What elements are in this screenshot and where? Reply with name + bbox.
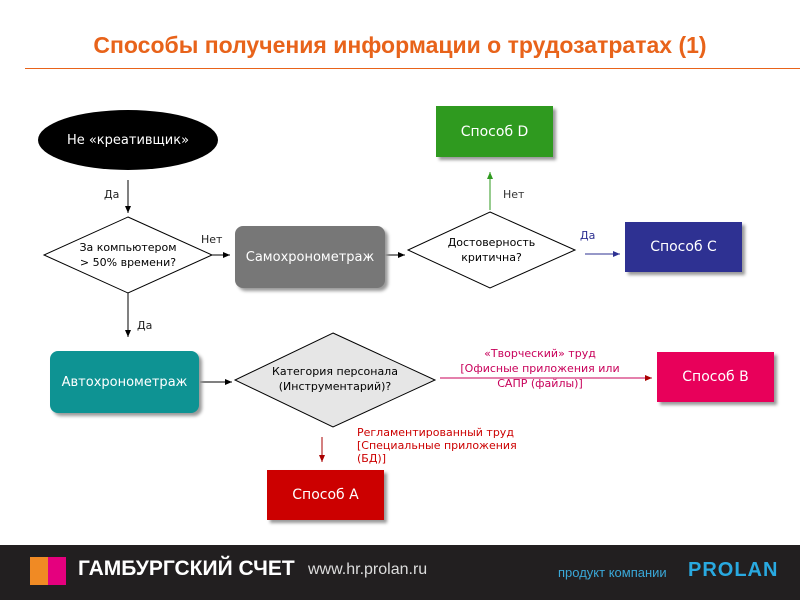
footer-bar: ГАМБУРГСКИЙ СЧЕТ www.hr.prolan.ru продук…	[0, 545, 800, 600]
self-timing-node: Самохронометраж	[235, 226, 385, 288]
decision-category-shape	[233, 332, 437, 428]
decision-category: Категория персонала (Инструментарий)?	[272, 365, 398, 393]
company-logo: PROLAN	[688, 559, 779, 581]
method-a-node: Способ A	[267, 470, 384, 520]
edge-label-creative: «Творческий» труд [Офисные приложения ил…	[460, 346, 620, 390]
decision-computer-shape	[42, 216, 214, 294]
decision-computer: За компьютером > 50% времени?	[79, 241, 177, 269]
edge-label-yes: Да	[104, 188, 120, 201]
edge-label-yes: Да	[137, 319, 153, 332]
start-node-shape	[38, 110, 218, 170]
method-b-node: Способ B	[657, 352, 774, 402]
title-divider	[25, 68, 800, 69]
method-d-node: Способ D	[436, 106, 553, 157]
brand-logo-icon	[30, 557, 66, 585]
edge-label-yes: Да	[580, 229, 596, 242]
edge-label-no: Нет	[201, 233, 223, 246]
decision-reliability-shape	[406, 211, 577, 289]
product-of-label: продукт компании	[558, 565, 667, 580]
flowchart-connectors	[38, 110, 652, 462]
method-c-node: Способ C	[625, 222, 742, 272]
edge-label-no: Нет	[503, 188, 525, 201]
auto-timing-node: Автохронометраж	[50, 351, 199, 413]
brand-url[interactable]: www.hr.prolan.ru	[308, 561, 428, 578]
decision-reliability: Достоверность критична?	[447, 236, 536, 264]
start-node: Не «креативщик»	[66, 132, 190, 148]
page-title: Способы получения информации о трудозатр…	[93, 32, 707, 58]
brand-name: ГАМБУРГСКИЙ СЧЕТ	[78, 557, 295, 580]
edge-label-regulated: Регламентированный труд [Специальные при…	[357, 426, 517, 465]
